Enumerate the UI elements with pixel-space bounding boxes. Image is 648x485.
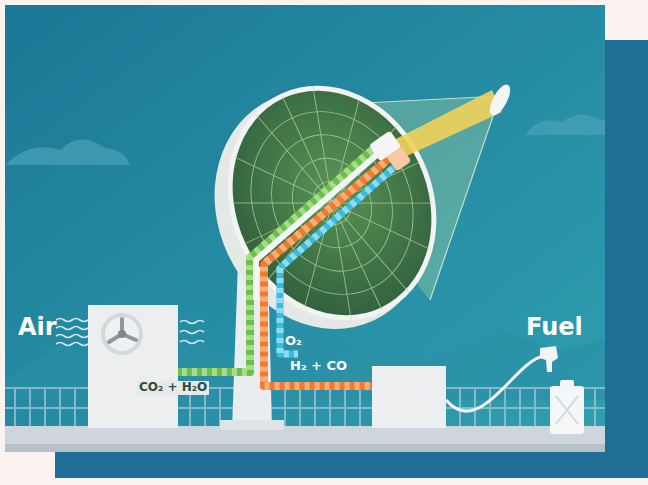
- stream-label: CO₂ + H₂O: [137, 381, 209, 395]
- stream-label: O₂: [285, 334, 302, 349]
- nozzle: [540, 346, 558, 372]
- jerrycan: [550, 380, 584, 434]
- receiver: [369, 130, 412, 171]
- fuel-reactor-box: [372, 366, 446, 428]
- ground: [5, 426, 605, 452]
- air-flow: [56, 319, 204, 346]
- outlet-label: Fuel: [526, 314, 583, 342]
- mirror: [486, 82, 514, 119]
- hose: [446, 356, 544, 411]
- sky: [5, 5, 605, 452]
- sun-beam: [390, 90, 502, 160]
- air-capture-unit: [88, 305, 178, 428]
- stream-label: H₂ + CO: [290, 359, 347, 374]
- inlet-label: Air: [18, 314, 57, 342]
